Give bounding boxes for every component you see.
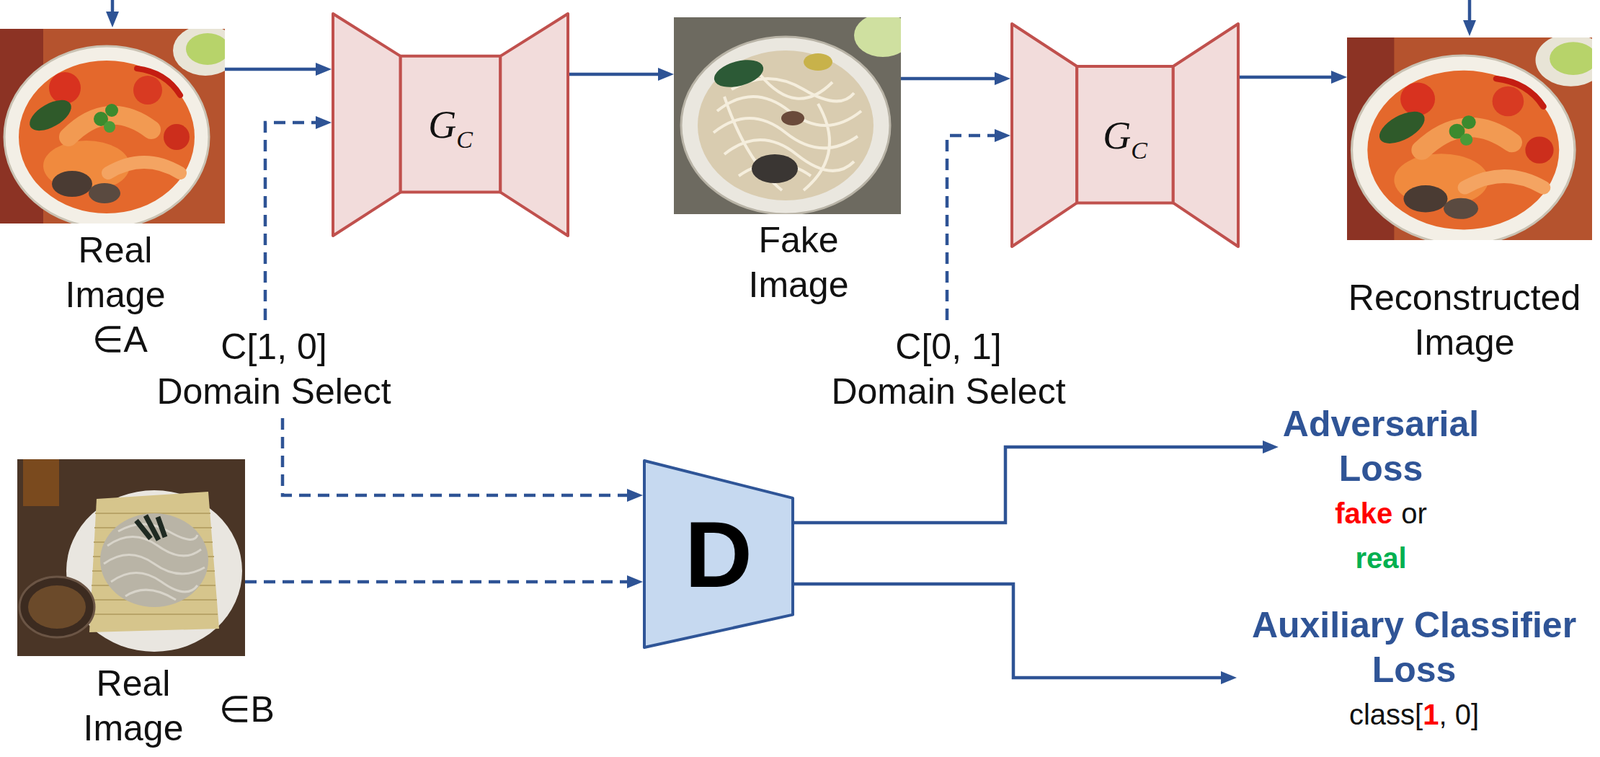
text-row: Domain Select bbox=[156, 369, 391, 414]
dashed-connector bbox=[265, 122, 325, 320]
label-holder: GC bbox=[1102, 113, 1148, 158]
label-center: GC bbox=[331, 12, 570, 238]
label-center: D bbox=[642, 459, 795, 649]
caption-wrap: Real Image bbox=[83, 660, 184, 751]
text-row: fakeor bbox=[1282, 490, 1479, 536]
image-caption: Fake Image bbox=[748, 217, 850, 308]
generator-subscript: C bbox=[1130, 136, 1148, 164]
dashed-connector bbox=[282, 418, 636, 496]
connector bbox=[569, 72, 667, 77]
text-row: Domain Select bbox=[830, 369, 1066, 414]
connector bbox=[794, 583, 1230, 678]
node-text: class[ bbox=[1349, 691, 1423, 737]
connector bbox=[794, 446, 1272, 523]
node-text: Domain Select bbox=[830, 369, 1066, 414]
text-row: Adversarial Loss bbox=[1282, 401, 1479, 491]
caption-wrap: Real Image bbox=[65, 227, 166, 318]
label-holder: D bbox=[684, 503, 753, 605]
dashed-connector bbox=[245, 580, 636, 584]
node-text: or bbox=[1401, 490, 1428, 536]
text-node: Adversarial Lossfakeorreal bbox=[1282, 401, 1479, 581]
dashed-connector bbox=[947, 135, 1004, 320]
node-text: C[0, 1] bbox=[830, 324, 1066, 370]
connector bbox=[900, 77, 1004, 81]
text-row: Auxiliary Classifier Loss bbox=[1241, 602, 1588, 692]
text-node: Auxiliary Classifier Lossclass[1, 0] bbox=[1241, 602, 1588, 737]
generator-block: GC bbox=[331, 12, 570, 238]
image-caption: Real Image bbox=[83, 660, 184, 751]
node-text: , 0] bbox=[1438, 691, 1479, 737]
image-caption: ∈B bbox=[219, 686, 275, 732]
text-row: real bbox=[1282, 535, 1479, 581]
generator-symbol: G bbox=[1102, 113, 1131, 158]
text-node: C[1, 0]Domain Select bbox=[156, 324, 391, 414]
text-row: class[1, 0] bbox=[1241, 691, 1588, 737]
image-frame: Fake Image bbox=[673, 17, 901, 215]
node-text: real bbox=[1354, 535, 1407, 581]
image-frame: Reconstructed Image bbox=[1347, 37, 1593, 240]
image-caption: Reconstructed Image bbox=[1348, 275, 1581, 365]
text-node: C[0, 1]Domain Select bbox=[830, 324, 1066, 414]
node-text: Auxiliary Classifier Loss bbox=[1241, 602, 1588, 692]
generator-part bbox=[400, 56, 501, 193]
input-arrow bbox=[1468, 0, 1472, 29]
discriminator-label: D bbox=[684, 501, 753, 607]
image-caption: ∈A bbox=[92, 317, 148, 362]
node-text: fake bbox=[1334, 490, 1393, 536]
node-text: Adversarial Loss bbox=[1282, 401, 1479, 491]
caption-wrap: Reconstructed Image bbox=[1348, 275, 1581, 365]
text-row: C[1, 0] bbox=[156, 324, 391, 370]
food-photo bbox=[0, 25, 238, 228]
generator-part bbox=[500, 13, 568, 236]
image-frame: Real Image∈A bbox=[0, 28, 225, 224]
discriminator-block: D bbox=[642, 459, 795, 649]
food-photo bbox=[17, 459, 246, 656]
text-row: C[0, 1] bbox=[830, 324, 1066, 370]
caption-wrap: Fake Image bbox=[748, 217, 850, 308]
label-holder: GC bbox=[428, 103, 473, 147]
caption-wrap: ∈A bbox=[92, 317, 148, 362]
generator-subscript: C bbox=[456, 126, 473, 153]
label-center: GC bbox=[1010, 22, 1240, 248]
generator-part bbox=[1173, 23, 1239, 247]
generator-part bbox=[1076, 66, 1174, 203]
food-photo bbox=[1347, 33, 1600, 245]
connector bbox=[224, 67, 325, 72]
discriminator-part bbox=[644, 460, 793, 648]
connector bbox=[1239, 75, 1340, 80]
generator-symbol: G bbox=[428, 103, 457, 147]
generator-part bbox=[332, 13, 401, 236]
image-caption: Real Image bbox=[65, 227, 166, 318]
generator-part bbox=[1011, 23, 1077, 247]
input-arrow bbox=[110, 0, 115, 21]
node-text: Domain Select bbox=[156, 369, 391, 414]
image-frame: Real Image∈B bbox=[17, 459, 246, 656]
food-photo bbox=[673, 13, 912, 215]
generator-block: GC bbox=[1010, 22, 1240, 248]
node-text: 1 bbox=[1422, 691, 1439, 737]
caption-wrap: ∈B bbox=[219, 686, 275, 732]
node-text: C[1, 0] bbox=[156, 324, 391, 370]
